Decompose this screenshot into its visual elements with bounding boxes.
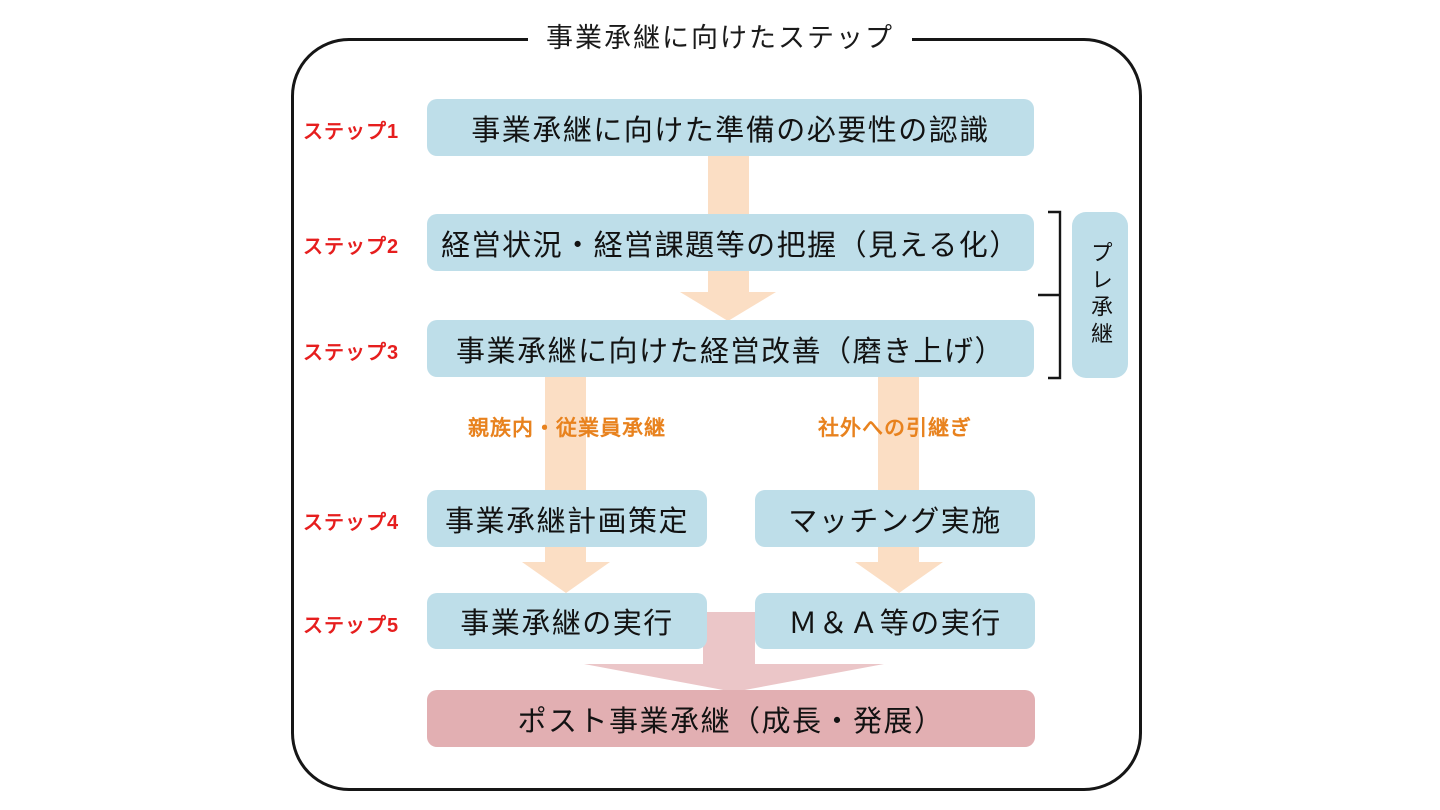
pre-succession-box: プレ承継 bbox=[1072, 212, 1128, 378]
pre-succession-label: プレ承継 bbox=[1088, 241, 1113, 349]
arrow-step3-to-step4-right-shaft bbox=[878, 376, 919, 491]
arrow-step2-to-step3-head bbox=[680, 292, 776, 321]
step1-box: 事業承継に向けた準備の必要性の認識 bbox=[427, 99, 1034, 156]
arrow-step4-to-step5-right-shaft bbox=[878, 546, 919, 563]
step5-right-box: Ｍ＆Ａ等の実行 bbox=[755, 593, 1035, 649]
step4-right-box: マッチング実施 bbox=[755, 490, 1035, 547]
step5-left-box: 事業承継の実行 bbox=[427, 593, 707, 649]
family-employee-succession-heading: 親族内・従業員承継 bbox=[468, 417, 666, 440]
external-transfer-heading: 社外への引継ぎ bbox=[818, 417, 972, 440]
step4-label: ステップ4 bbox=[303, 512, 400, 534]
arrow-step4-to-step5-right-head bbox=[855, 562, 943, 593]
step4-left-box: 事業承継計画策定 bbox=[427, 490, 707, 547]
arrow-step4-to-step5-left-shaft bbox=[545, 546, 586, 563]
merge-arrow-shaft bbox=[703, 612, 755, 665]
step3-label: ステップ3 bbox=[303, 342, 400, 364]
merge-arrow-head bbox=[584, 664, 884, 692]
arrow-step3-to-step4-left-shaft bbox=[545, 376, 586, 491]
step2-box: 経営状況・経営課題等の把握（見える化） bbox=[427, 214, 1034, 271]
step2-label: ステップ2 bbox=[303, 236, 400, 258]
step5-label: ステップ5 bbox=[303, 615, 400, 637]
pre-succession-bracket bbox=[1038, 210, 1062, 380]
arrow-step1-to-step2-shaft bbox=[708, 155, 749, 215]
step1-label: ステップ1 bbox=[303, 121, 400, 143]
step3-box: 事業承継に向けた経営改善（磨き上げ） bbox=[427, 320, 1034, 377]
post-succession-box: ポスト事業承継（成長・発展） bbox=[427, 690, 1035, 747]
diagram-title: 事業承継に向けたステップ bbox=[528, 16, 912, 60]
arrow-step4-to-step5-left-head bbox=[522, 562, 610, 593]
arrow-step2-to-step3-shaft bbox=[708, 270, 749, 293]
